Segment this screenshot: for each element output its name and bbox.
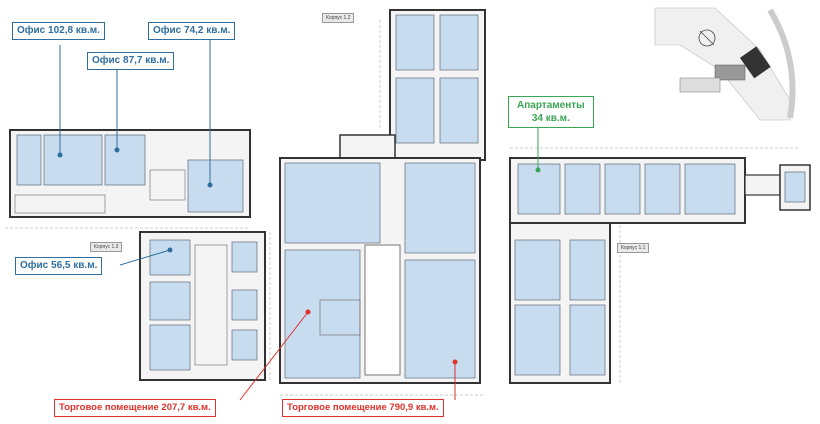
building-tag-1-3: Корпус 1.3 (90, 242, 123, 252)
callout-retail-207: Торговое помещение 207,7 кв.м. (54, 399, 216, 417)
building-tag-1-2: Корпус 1.2 (322, 13, 355, 23)
callout-office-74: Офис 74,2 кв.м. (148, 22, 236, 40)
apartments-area: 34 кв.м. (531, 113, 570, 124)
apartments-title: Апартаменты (517, 100, 585, 111)
callout-office-56: Офис 56,5 кв.м. (15, 257, 103, 275)
callout-apartments: Апартаменты 34 кв.м. (508, 96, 594, 128)
callout-office-87: Офис 87,7 кв.м. (87, 52, 175, 70)
site-key-map (654, 7, 796, 121)
building-1-3-plan (5, 129, 271, 381)
building-1-1-plan (509, 147, 811, 384)
callout-office-102: Офис 102,8 кв.м. (12, 22, 105, 40)
building-1-2-plan (279, 9, 486, 396)
callout-leaders (57, 38, 541, 401)
callout-retail-790: Торговое помещение 790,9 кв.м. (282, 399, 444, 417)
building-tag-1-1: Корпус 1.1 (617, 243, 650, 253)
